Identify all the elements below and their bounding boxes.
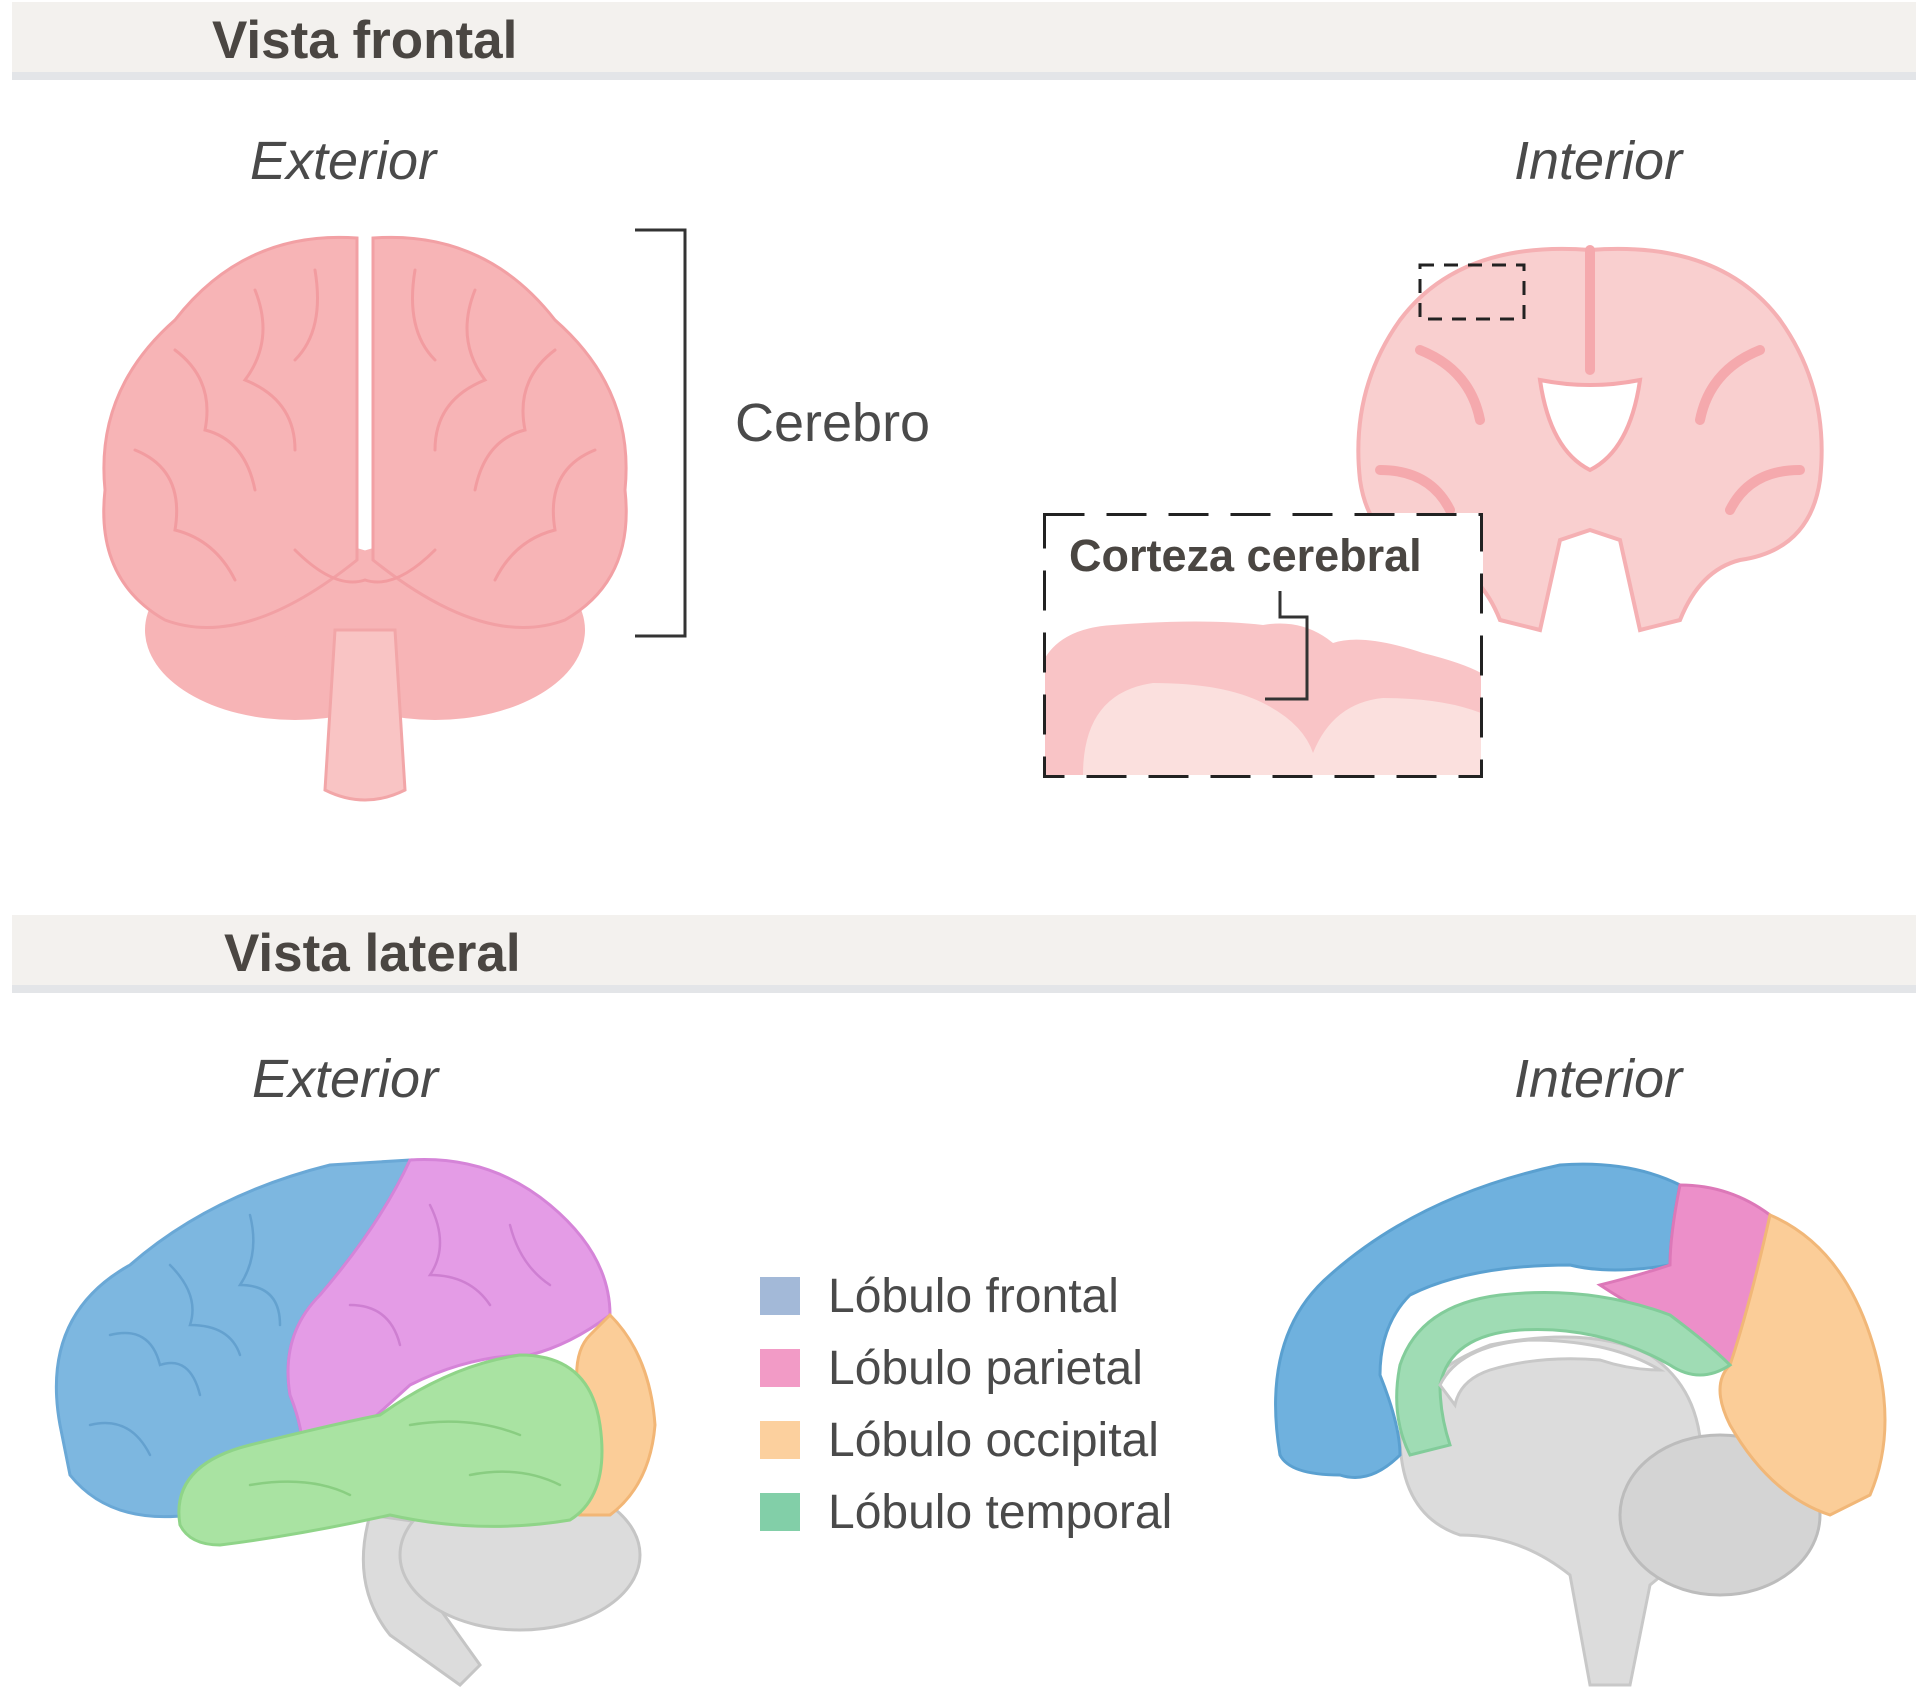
cortex-label: Corteza cerebral (1065, 530, 1426, 582)
section-header-lateral: Vista lateral (12, 915, 1916, 993)
section-title-lateral: Vista lateral (224, 923, 521, 984)
lateral-exterior-brain (50, 1155, 670, 1695)
legend-swatch-occipital (760, 1421, 800, 1459)
brainstem (325, 630, 405, 800)
lateral-interior-label: Interior (1514, 1048, 1682, 1110)
legend-label-temporal: Lóbulo temporal (828, 1485, 1172, 1540)
section-header-frontal: Vista frontal (12, 2, 1916, 80)
frontal-exterior-label: Exterior (250, 130, 436, 192)
lateral-exterior-label: Exterior (252, 1048, 438, 1110)
legend-swatch-frontal (760, 1277, 800, 1315)
legend-swatch-temporal (760, 1493, 800, 1531)
legend-item-temporal: Lóbulo temporal (760, 1476, 1172, 1548)
legend-item-frontal: Lóbulo frontal (760, 1260, 1172, 1332)
lobe-legend: Lóbulo frontal Lóbulo parietal Lóbulo oc… (760, 1260, 1172, 1548)
frontal-interior-label: Interior (1514, 130, 1682, 192)
cerebro-bracket (635, 228, 695, 648)
legend-label-frontal: Lóbulo frontal (828, 1269, 1119, 1324)
frontal-exterior-brain (95, 230, 635, 800)
legend-label-occipital: Lóbulo occipital (828, 1413, 1159, 1468)
section-title-frontal: Vista frontal (212, 10, 517, 71)
cerebro-label: Cerebro (735, 392, 930, 454)
legend-label-parietal: Lóbulo parietal (828, 1341, 1143, 1396)
lateral-interior-brain (1270, 1155, 1910, 1695)
legend-item-occipital: Lóbulo occipital (760, 1404, 1172, 1476)
legend-swatch-parietal (760, 1349, 800, 1387)
legend-item-parietal: Lóbulo parietal (760, 1332, 1172, 1404)
